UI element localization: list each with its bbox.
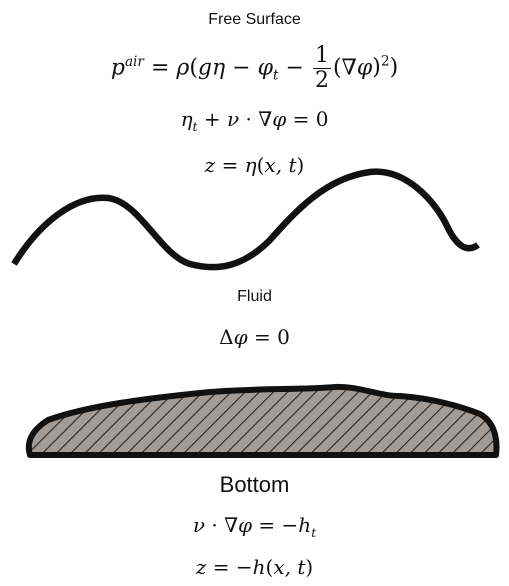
bottom-seabed: [25, 383, 500, 458]
kinematic-equation: ηt + ν · ∇φ = 0: [180, 107, 329, 134]
surface-height-equation: z = η(x, t): [204, 153, 305, 177]
bottom-depth-equation: z = −h(x, t): [195, 555, 314, 579]
bottom-kinematic-equation: ν · ∇φ = −ht: [192, 513, 317, 540]
laplace-equation: Δφ = 0: [219, 325, 290, 349]
free-surface-wave: [11, 168, 480, 271]
free-surface-label: Free Surface: [208, 11, 301, 28]
fluid-label: Fluid: [237, 288, 272, 305]
bottom-label: Bottom: [219, 472, 290, 497]
